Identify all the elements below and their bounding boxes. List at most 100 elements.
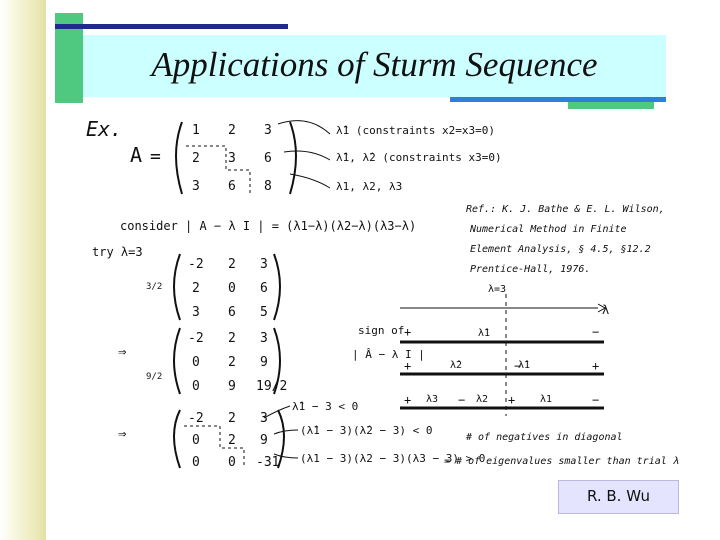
arrow-curve — [283, 150, 331, 161]
step3-cell: 3 — [260, 411, 268, 426]
step1-cell: 6 — [228, 305, 236, 320]
bracket-right — [273, 253, 281, 321]
a-cell: 2 — [192, 151, 200, 166]
step2-cell: 9 — [228, 379, 236, 394]
condition-3: (λ1 − 3)(λ2 − 3)(λ3 − 3) > 0 — [300, 452, 485, 465]
arrow-curve — [277, 120, 331, 135]
leading-submatrix-outline — [186, 145, 251, 194]
decorative-bar-blue-right — [450, 97, 666, 102]
bracket-left — [173, 409, 181, 469]
axis-arrowhead — [597, 303, 607, 313]
minus-sign: − — [592, 325, 599, 339]
leading-submatrix-outline — [184, 425, 245, 468]
step3-cell: -31 — [256, 455, 279, 470]
plus-sign: + — [508, 393, 515, 407]
step1-matrix: -2 2 3 2 0 6 3 6 5 — [173, 253, 281, 321]
arrow-curve — [273, 453, 299, 459]
eigen-label: λ2 — [476, 394, 488, 405]
sign-label-2: | Â − λ I | — [352, 348, 425, 361]
arrow-implies: ⇒ — [118, 426, 126, 442]
condition-2: (λ̂1 − 3)(λ̂2 − 3) < 0 — [300, 424, 432, 437]
step3-cell: 9 — [260, 433, 268, 448]
decorative-bar-navy-top — [55, 24, 288, 29]
reference-line: Prentice-Hall, 1976. — [470, 264, 590, 275]
step1-cell: 2 — [192, 281, 200, 296]
step1-cell: -2 — [188, 257, 204, 272]
step2-cell: 0 — [192, 355, 200, 370]
step3-cell: 0 — [192, 433, 200, 448]
sign-label-1: sign of — [358, 324, 404, 337]
step1-cell: 0 — [228, 281, 236, 296]
step3-cell: 2 — [228, 433, 236, 448]
step2-cell: 19/2 — [256, 379, 287, 394]
step3-cell: 0 — [192, 455, 200, 470]
step1-cell: 3 — [260, 257, 268, 272]
annotation-1: λ̂1 (constraints x2=x3=0) — [336, 124, 495, 137]
eigen-label: λ̂1 — [518, 359, 530, 371]
a-cell: 1 — [192, 123, 200, 138]
eigen-label: λ̂1 — [478, 327, 490, 339]
reference-line: Ref.: K. J. Bathe & E. L. Wilson, — [466, 204, 665, 215]
plus-sign: + — [404, 359, 411, 373]
reference-line: Numerical Method in Finite — [469, 224, 627, 235]
plus-sign: + — [404, 393, 411, 407]
reference-line: Element Analysis, § 4.5, §12.2 — [470, 244, 651, 255]
matrix-name: A — [130, 143, 142, 167]
reference-block: Ref.: K. J. Bathe & E. L. Wilson, Numeri… — [466, 204, 665, 275]
minus-sign: − — [514, 359, 521, 373]
step2-cell: 0 — [192, 379, 200, 394]
step2-cell: 9 — [260, 355, 268, 370]
plus-sign: + — [404, 325, 411, 339]
step1-cell: 3 — [192, 305, 200, 320]
minus-sign: − — [458, 393, 465, 407]
step1-multiplier: 3/2 — [146, 282, 162, 292]
sturm-number-line: λ=3 λ sign of | Â − λ I | + − λ̂1 + − + … — [352, 284, 609, 416]
step2-matrix: -2 2 3 0 2 9 0 9 19/2 — [173, 327, 287, 395]
note-2: = # of eigenvalues smaller than trial λ — [444, 456, 679, 467]
a-cell: 3 — [264, 123, 272, 138]
bracket-right — [289, 121, 297, 195]
step3-cell: -2 — [188, 411, 204, 426]
bracket-left — [173, 253, 181, 321]
a-cell: 3 — [192, 179, 200, 194]
bracket-left — [173, 327, 181, 395]
title-box: Applications of Sturm Sequence — [83, 35, 666, 97]
annotation-2: λ̂1, λ̂2 (constraints x3=0) — [336, 151, 502, 164]
author-box: R. B. Wu — [558, 480, 679, 514]
minus-sign: − — [592, 393, 599, 407]
eigen-label: λ̂2 — [450, 359, 462, 371]
plus-sign: + — [592, 359, 599, 373]
step1-cell: 5 — [260, 305, 268, 320]
try-label: try λ=3 — [92, 245, 143, 259]
handwritten-notes: Ex. A = 1 2 3 2 3 6 3 6 8 λ̂1 (constrain… — [86, 117, 679, 470]
step2-cell: -2 — [188, 331, 204, 346]
a-cell: 3 — [228, 151, 236, 166]
step1-cell: 2 — [228, 257, 236, 272]
annotation-3: λ1, λ2, λ3 — [336, 180, 402, 193]
step2-cell: 2 — [228, 355, 236, 370]
a-cell: 8 — [264, 179, 272, 194]
step1-cell: 6 — [260, 281, 268, 296]
arrow-curve — [273, 429, 299, 435]
bracket-right — [273, 327, 281, 395]
arrow-curve — [263, 405, 291, 419]
bracket-right — [277, 409, 285, 469]
step3-matrix: -2 2 3 0 2 9 0 0 -31 — [173, 409, 285, 470]
author-name: R. B. Wu — [586, 487, 651, 505]
step3-cell: 2 — [228, 411, 236, 426]
consider-line: consider | A − λ I | = (λ1−λ)(λ2−λ)(λ3−λ… — [120, 219, 416, 233]
decorative-side-strip — [0, 0, 46, 540]
eigen-label: λ1 — [540, 394, 552, 405]
axis-label: λ — [602, 303, 609, 317]
step2-cell: 2 — [228, 331, 236, 346]
step2-multiplier: 9/2 — [146, 372, 162, 382]
a-cell: 6 — [228, 179, 236, 194]
arrow-implies: ⇒ — [118, 344, 126, 360]
equals-sign: = — [150, 146, 161, 167]
note-1: # of negatives in diagonal — [465, 432, 623, 443]
a-cell: 6 — [264, 151, 272, 166]
lambda-marker: λ=3 — [488, 284, 506, 295]
step3-cell: 0 — [228, 455, 236, 470]
condition-1: λ̂1 − 3 < 0 — [292, 400, 358, 413]
bracket-left — [175, 121, 183, 195]
